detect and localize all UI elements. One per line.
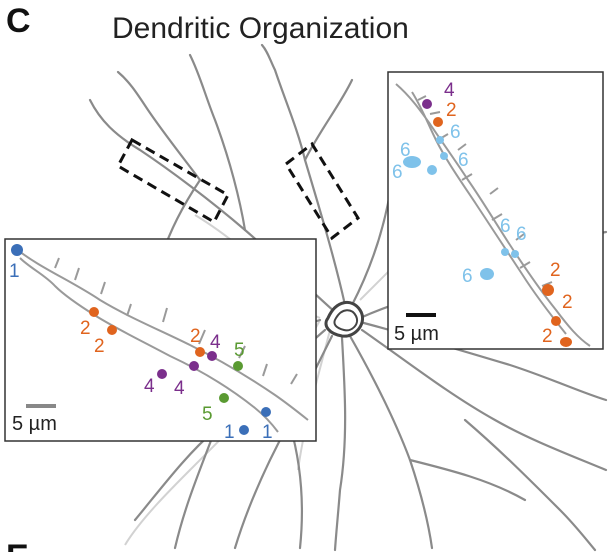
right-scale-label: 5 µm (394, 323, 439, 345)
right-inset-frame (387, 71, 604, 350)
marker-type2 (107, 325, 117, 335)
marker-type2 (551, 316, 561, 326)
panel-title: Dendritic Organization (112, 12, 409, 45)
inset-label: 6 (462, 266, 473, 287)
inset-label: 2 (562, 292, 573, 313)
marker-type6 (511, 250, 519, 258)
marker-type6 (427, 165, 437, 175)
inset-label: 1 (262, 422, 273, 443)
inset-label: 1 (9, 261, 20, 282)
inset-label: 2 (542, 326, 553, 347)
marker-type6 (440, 152, 448, 160)
marker-type5 (219, 393, 229, 403)
marker-type1 (261, 407, 271, 417)
inset-label: 6 (500, 216, 511, 237)
soma (324, 301, 365, 338)
left-inset-dendrite (14, 247, 309, 433)
inset-label: 4 (444, 80, 455, 101)
inset-label: 2 (446, 100, 457, 121)
dashed-box-right (284, 141, 360, 241)
marker-type1 (239, 425, 249, 435)
inset-label: 1 (224, 422, 235, 443)
inset-label: 2 (94, 336, 105, 357)
inset-label: 4 (210, 332, 221, 353)
marker-type2 (542, 284, 554, 296)
marker-type4 (207, 351, 217, 361)
right-inset: 4 2 6 6 6 6 6 6 6 2 2 2 5 µm (387, 71, 604, 350)
marker-type2 (89, 307, 99, 317)
dashed-box-left (115, 137, 230, 225)
left-scale-label: 5 µm (12, 413, 57, 435)
inset-label: 4 (144, 376, 155, 397)
inset-label: 2 (550, 260, 561, 281)
marker-type2 (433, 117, 443, 127)
right-inset-dendrite (395, 83, 591, 347)
marker-type5 (233, 361, 243, 371)
inset-label: 6 (516, 224, 527, 245)
inset-label: 5 (202, 404, 213, 425)
left-inset-frame (4, 238, 317, 442)
inset-label: 4 (174, 378, 185, 399)
panel-letter: C (6, 2, 31, 40)
marker-type4 (189, 361, 199, 371)
inset-label: 6 (450, 122, 461, 143)
inset-label: 6 (400, 140, 411, 161)
next-panel-letter: E (6, 538, 29, 552)
marker-type6 (501, 248, 509, 256)
inset-label: 2 (80, 318, 91, 339)
marker-type4 (157, 369, 167, 379)
left-inset: 1 2 2 2 4 4 4 5 5 1 1 5 µm (4, 238, 317, 443)
inset-label: 2 (190, 326, 201, 347)
marker-type6 (480, 268, 494, 280)
marker-type2 (560, 337, 572, 347)
marker-type6 (403, 156, 421, 168)
marker-type4 (422, 99, 432, 109)
inset-label: 5 (234, 340, 245, 361)
dashed-boxes (115, 137, 360, 241)
marker-type2 (195, 347, 205, 357)
marker-type1 (11, 244, 23, 256)
inset-label: 6 (392, 162, 403, 183)
inset-label: 6 (458, 150, 469, 171)
marker-type6 (436, 136, 444, 144)
